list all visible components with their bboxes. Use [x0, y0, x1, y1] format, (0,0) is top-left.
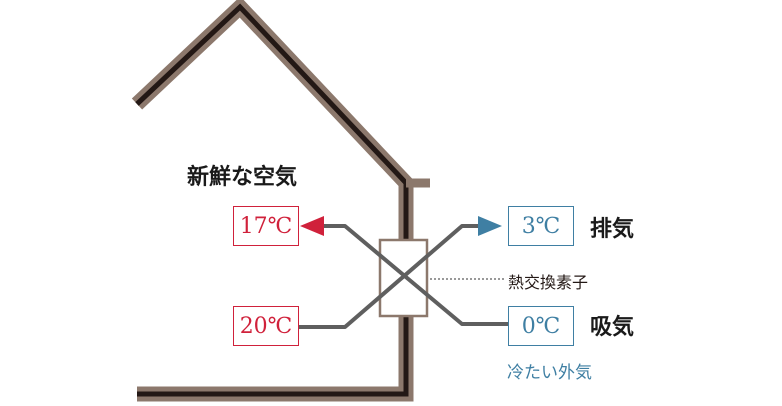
house-outline: [131, 0, 430, 402]
fresh-air-label: 新鮮な空気: [187, 165, 298, 190]
room-temperature-badge: 20℃: [233, 306, 299, 346]
supply-temperature-badge: 17℃: [233, 206, 299, 246]
intake-label: 吸気: [590, 315, 635, 340]
outside-temperature-badge: 0℃: [508, 306, 574, 346]
air-ducts: [298, 224, 512, 329]
exhaust-label: 排気: [590, 217, 635, 242]
cold-outside-air-label: 冷たい外気: [507, 363, 592, 383]
heat-exchanger-label: 熱交換素子: [508, 273, 589, 292]
exhaust-arrowhead: [478, 216, 502, 236]
supply-arrowhead: [300, 216, 324, 236]
exhaust-duct: [298, 224, 480, 329]
exhaust-temperature-badge: 3℃: [508, 206, 574, 246]
